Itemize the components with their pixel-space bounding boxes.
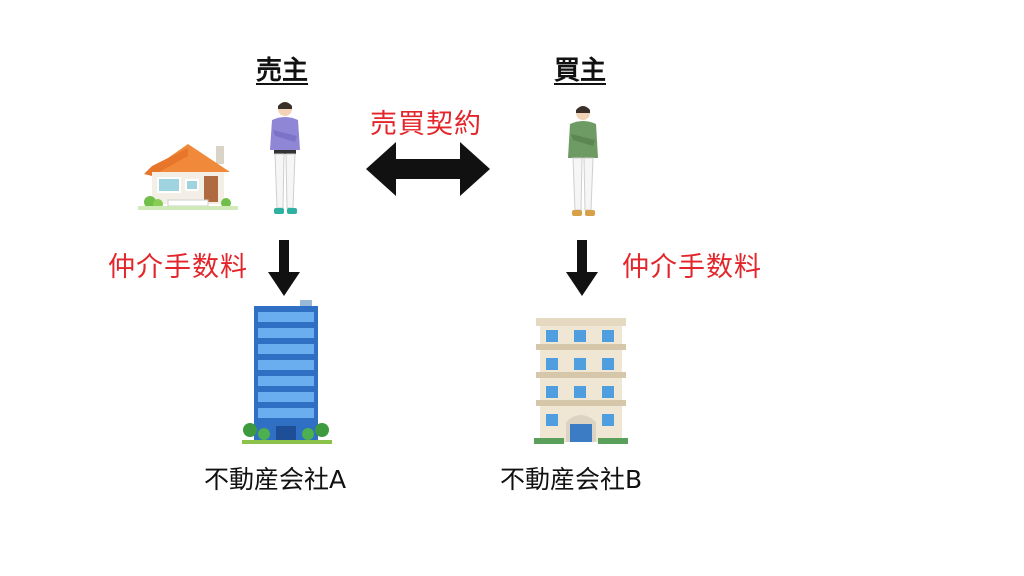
company-b-label: 不動産会社B <box>500 465 643 494</box>
buyer-label: 買主 <box>554 56 607 86</box>
company-a-label: 不動産会社A <box>204 465 347 494</box>
office-building-a-icon <box>242 300 332 444</box>
fee-label-right: 仲介手数料 <box>622 252 762 283</box>
contract-label: 売買契約 <box>370 109 482 140</box>
buyer-person-icon <box>568 106 598 216</box>
contract-double-arrow <box>366 142 490 196</box>
fee-label-left: 仲介手数料 <box>108 252 248 283</box>
down-arrow-left <box>268 240 300 296</box>
house-icon <box>138 144 238 210</box>
apartment-building-b-icon <box>534 318 628 444</box>
down-arrow-right <box>566 240 598 296</box>
seller-person-icon <box>270 102 300 214</box>
seller-label: 売主 <box>256 56 309 86</box>
